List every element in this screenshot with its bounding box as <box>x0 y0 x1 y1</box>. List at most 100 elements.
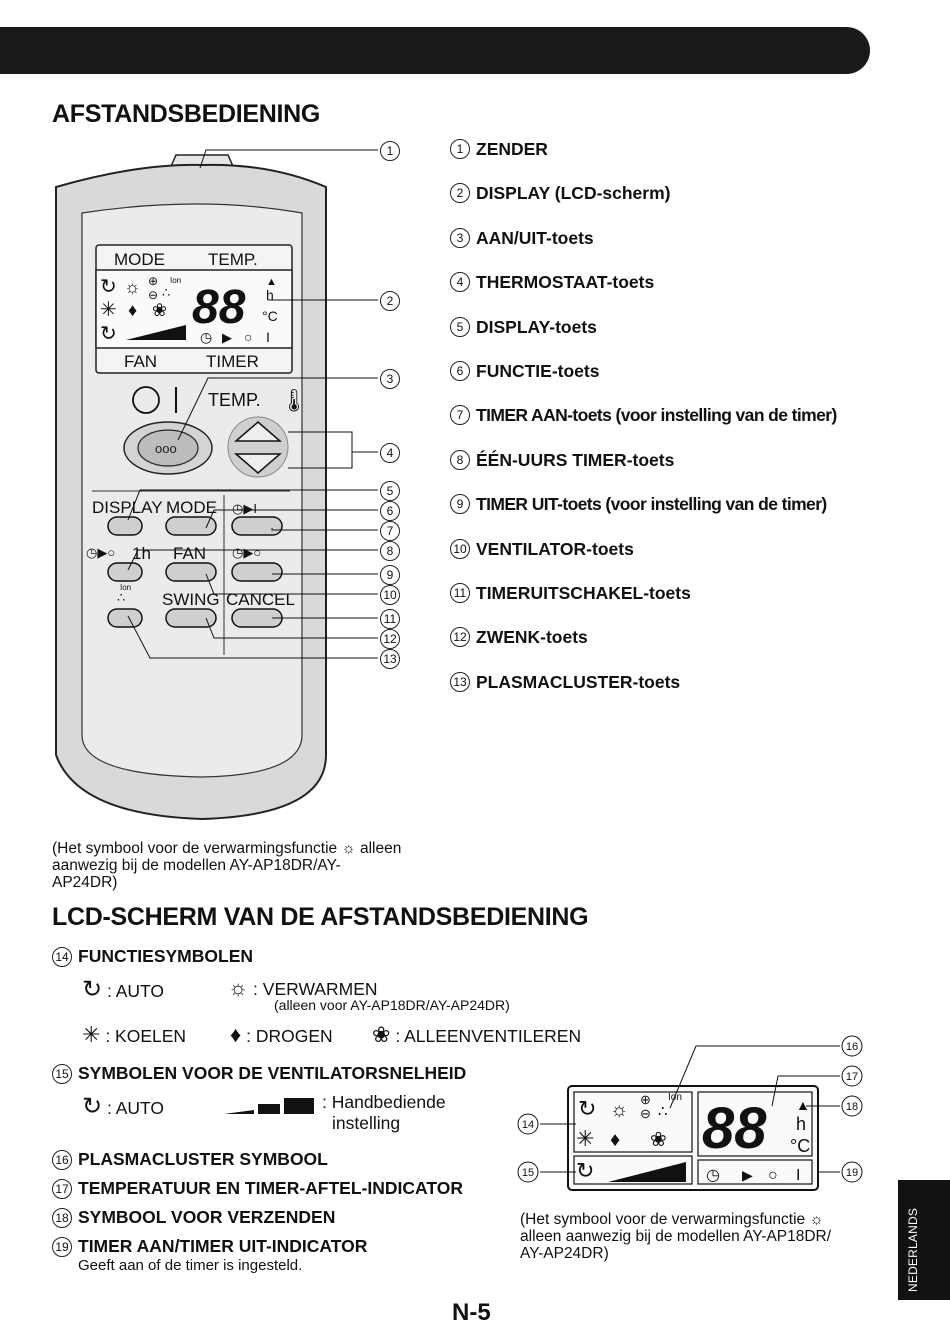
lcd-detail-c: °C <box>790 1136 810 1156</box>
timer-on-icon: ◷▶I <box>232 501 257 516</box>
callout-line-7 <box>271 528 378 531</box>
fan-icon: ❀ <box>152 300 167 320</box>
thermometer-icon: 🌡 <box>280 388 308 413</box>
fan-icon: ❀ <box>650 1129 667 1151</box>
onehour-label: 1h <box>132 544 151 563</box>
auto-icon: ↻ <box>100 276 117 298</box>
onehour-button[interactable] <box>107 562 143 582</box>
lcd-timer-area <box>697 1159 813 1185</box>
callout-line-12 <box>205 617 378 639</box>
heating-note: (Het symbool voor de verwarmingsfunctie … <box>52 840 402 891</box>
swing-label: SWING <box>162 590 220 609</box>
temp-down-button[interactable] <box>233 453 283 474</box>
timer-on-button[interactable] <box>231 516 283 536</box>
lcd-detail-ion: Ion <box>668 1092 682 1103</box>
clock-icon: ◷ <box>200 329 212 345</box>
callout-num-17: 17 <box>846 1071 858 1083</box>
remote-temp-label: TEMP. <box>208 390 261 410</box>
fan-speed-bar <box>608 1162 686 1182</box>
on-icon: I <box>796 1167 800 1184</box>
callout-num-5: 5 <box>380 481 406 501</box>
plasmacluster-button[interactable] <box>107 608 143 628</box>
plus-icon: ⊕ <box>640 1092 651 1107</box>
fan-button[interactable] <box>165 562 217 582</box>
language-tab: NEDERLANDS <box>898 1180 950 1300</box>
symbol-dry: ♦ : DROGEN <box>230 1022 333 1047</box>
section-19-desc: Geeft aan of de timer is ingesteld. <box>78 1257 303 1274</box>
callout-num-13: 13 <box>380 649 406 669</box>
callout-line-1 <box>199 149 378 169</box>
plus-icon: ⊕ <box>148 274 158 288</box>
display-button[interactable] <box>107 516 143 536</box>
minus-icon: ⊖ <box>148 288 158 302</box>
onoff-button[interactable] <box>137 429 199 467</box>
mode-button[interactable] <box>165 516 217 536</box>
snowflake-icon: ✳ <box>576 1126 594 1151</box>
page-number: N-5 <box>452 1299 491 1326</box>
play-icon: ▶ <box>742 1167 753 1183</box>
fan-speed-bars-icon <box>224 1098 314 1114</box>
lcd-section-title: LCD-SCHERM VAN DE AFSTANDSBEDIENING <box>52 903 589 931</box>
callout-num-16: 16 <box>846 1041 858 1053</box>
lcd-detail-digits: 88 <box>702 1096 767 1161</box>
auto-icon: ↻ <box>578 1096 596 1121</box>
symbol-auto: ↻ : AUTO <box>82 976 165 1003</box>
fan-speed-bar <box>126 325 186 340</box>
callout-num-10: 10 <box>380 585 406 605</box>
fan-icon: ❀ <box>372 1022 391 1047</box>
callout-bracket-4 <box>288 431 353 469</box>
cancel-label: CANCEL <box>226 590 295 609</box>
heat-note: (alleen voor AY-AP18DR/AY-AP24DR) <box>274 997 510 1013</box>
callout-line-13 <box>127 615 378 659</box>
lcd-c: °C <box>262 308 278 324</box>
auto-fan-icon: ↻ <box>82 1093 103 1120</box>
sun-icon: ☼ <box>124 277 141 297</box>
mode-label: MODE <box>166 498 217 517</box>
sun-icon: ☼ <box>809 1211 824 1228</box>
timer-off-button[interactable] <box>231 562 283 582</box>
off-icon: ○ <box>244 329 252 345</box>
lcd-transmit-icon: ▲ <box>266 276 277 288</box>
callout-num-4: 4 <box>380 443 406 463</box>
symbol-fan-only: ❀ : ALLEENVENTILEREN <box>372 1022 582 1047</box>
lcd-fan-label: FAN <box>124 352 157 371</box>
lcd-timer-label: TIMER <box>206 352 259 371</box>
drop-icon: ♦ <box>128 300 137 320</box>
lcd-mode-area <box>573 1091 693 1153</box>
sun-icon: ☼ <box>228 975 249 1000</box>
lcd-detail-h: h <box>796 1114 806 1134</box>
remote-callouts <box>127 149 378 659</box>
swing-button[interactable] <box>165 608 217 628</box>
snowflake-icon: ✳ <box>82 1022 101 1047</box>
display-label: DISPLAY <box>92 498 163 517</box>
callout-num-8: 8 <box>380 541 406 561</box>
sun-icon: ☼ <box>341 840 356 857</box>
callout-num-3: 3 <box>380 369 406 389</box>
temp-up-button[interactable] <box>233 421 283 442</box>
thermostat-pad <box>227 416 289 478</box>
plasma-icon: ∴ <box>162 285 170 300</box>
drop-icon: ♦ <box>230 1022 242 1047</box>
remote-section-title: AFSTANDSBEDIENING <box>52 100 321 128</box>
sun-icon: ☼ <box>610 1099 628 1121</box>
off-icon: ○ <box>768 1167 778 1184</box>
lcd-detail-frame <box>567 1085 819 1191</box>
callout-num-12: 12 <box>380 629 406 649</box>
symbol-heat: ☼ : VERWARMEN <box>228 975 378 1000</box>
lcd-screen <box>95 269 293 349</box>
auto-icon: ↻ <box>82 976 103 1003</box>
